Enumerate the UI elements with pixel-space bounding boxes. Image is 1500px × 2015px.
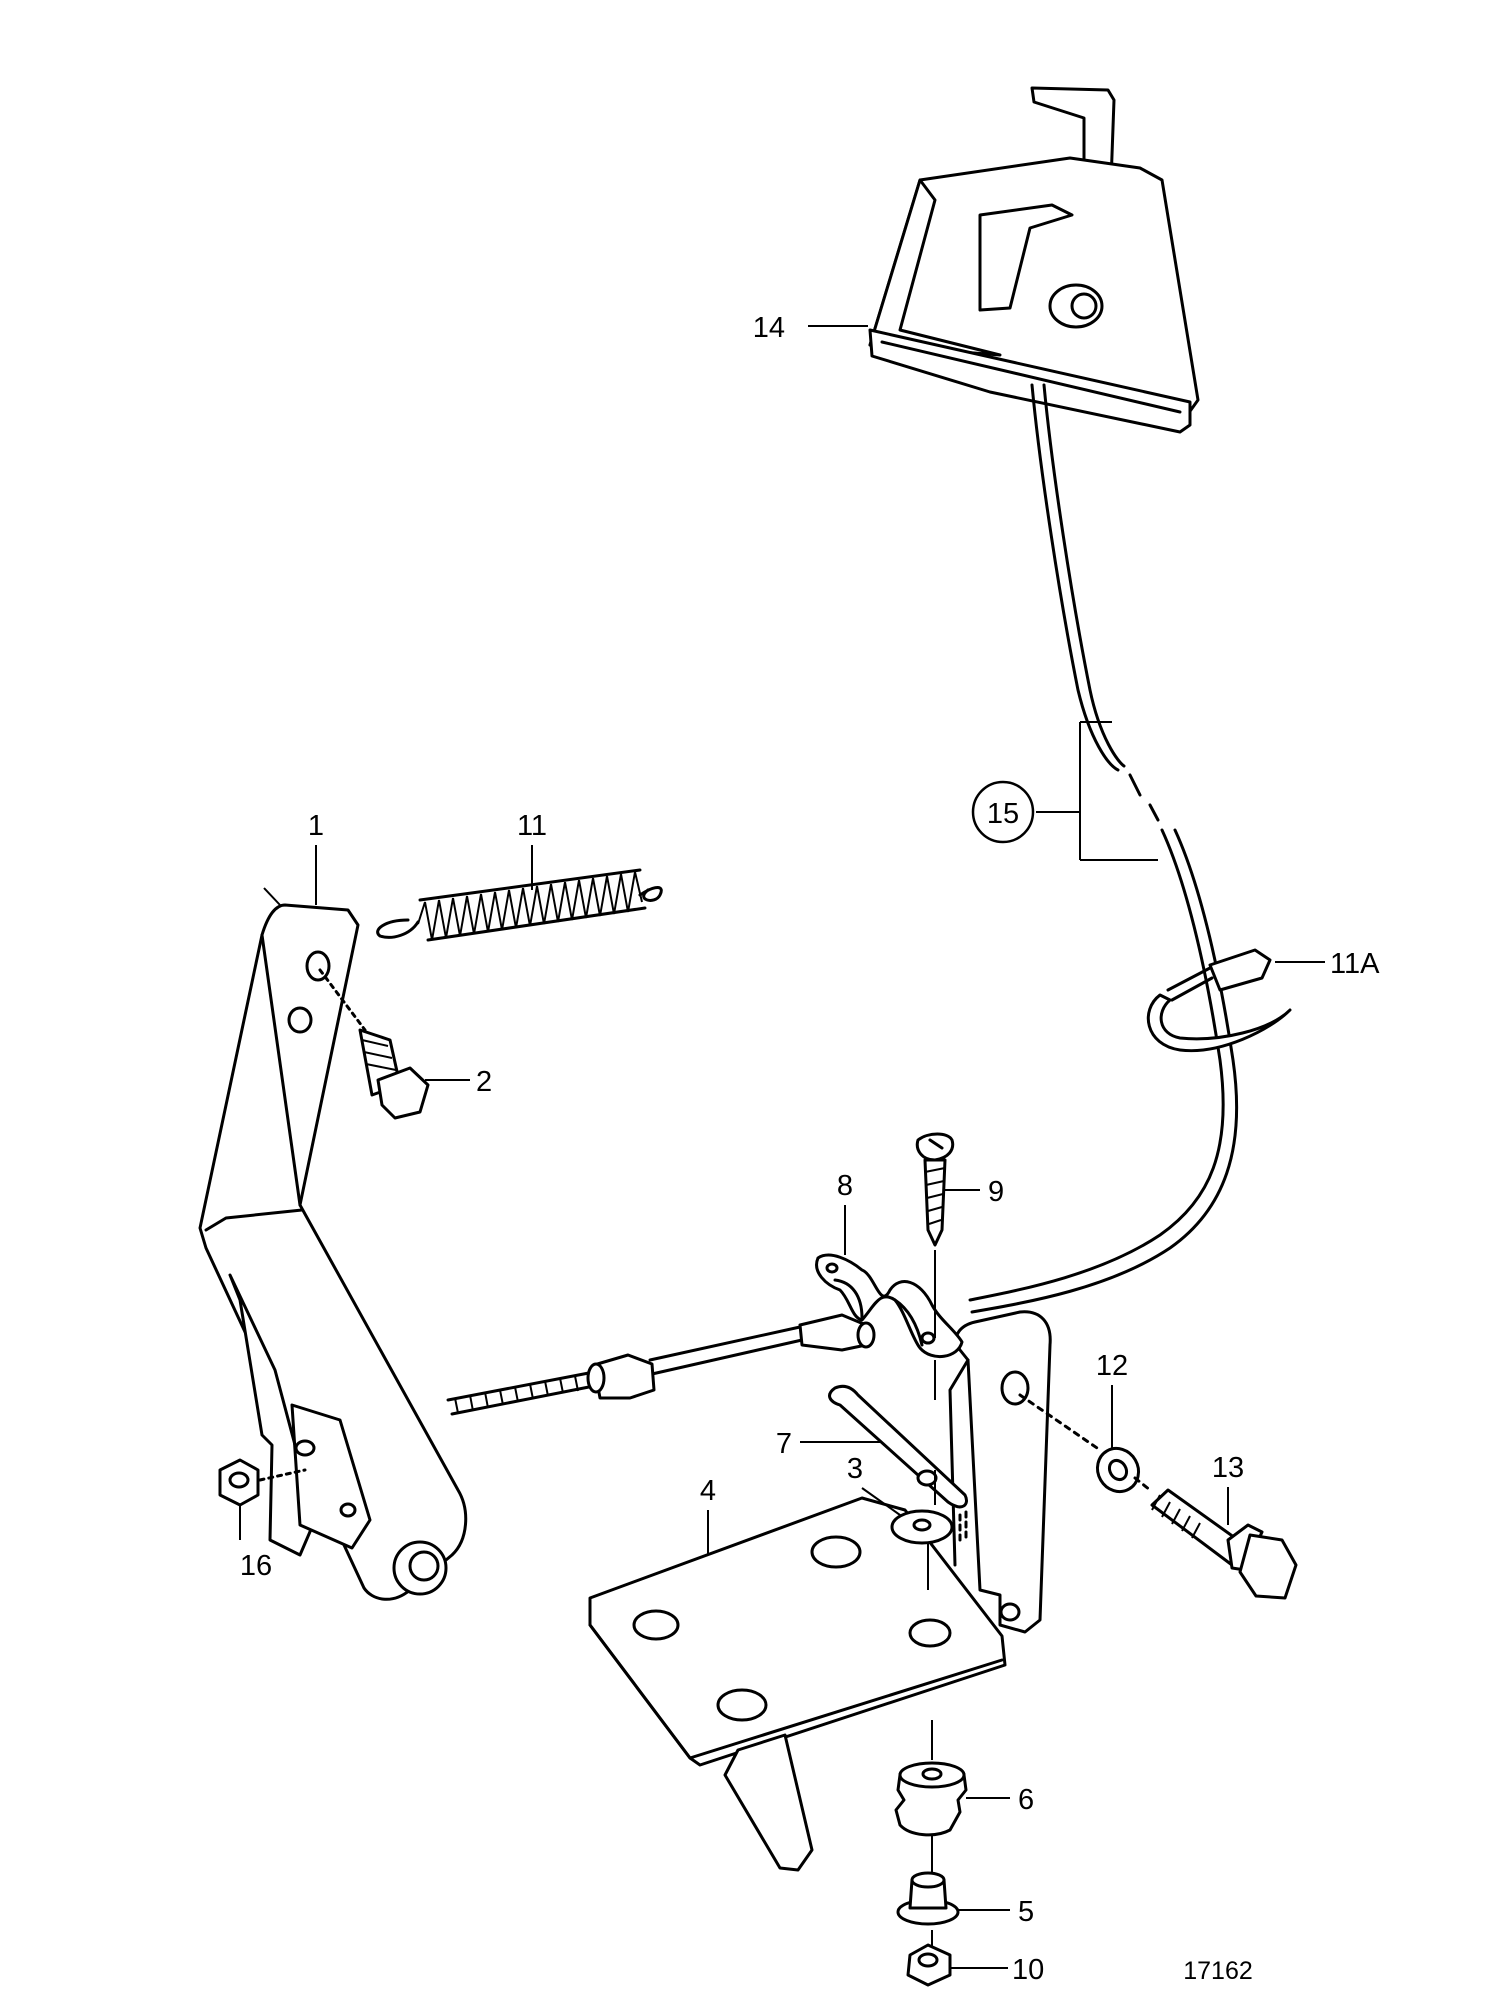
callout-11: 11 bbox=[517, 810, 547, 842]
callout-3: 3 bbox=[847, 1453, 863, 1485]
callout-10: 10 bbox=[1012, 1954, 1044, 1986]
washer bbox=[1018, 1393, 1141, 1494]
nut bbox=[218, 1458, 307, 1507]
return-spring bbox=[376, 868, 663, 942]
callout-labels: 14 15 11A 1 11 2 8 9 12 7 13 4 3 16 6 5 … bbox=[240, 312, 1380, 1986]
control-unit bbox=[868, 86, 1200, 434]
cable-clamp bbox=[815, 1253, 964, 1358]
callout-9: 9 bbox=[988, 1176, 1004, 1208]
callout-13: 12 bbox=[1096, 1350, 1128, 1382]
callout-4: 4 bbox=[700, 1475, 716, 1507]
control-cable bbox=[446, 383, 1239, 1416]
spacer-sleeve bbox=[896, 1871, 960, 1926]
callout-5: 5 bbox=[1018, 1896, 1034, 1928]
callout-12: 13 bbox=[1212, 1452, 1244, 1484]
callout-16: 16 bbox=[240, 1550, 272, 1582]
callout-14: 14 bbox=[753, 312, 785, 344]
flange-bolt bbox=[1133, 1476, 1298, 1600]
rubber-grommet bbox=[894, 1761, 968, 1837]
callout-8: 8 bbox=[837, 1170, 853, 1202]
callout-2: 2 bbox=[476, 1066, 492, 1098]
screw bbox=[318, 968, 430, 1120]
bracket-plate bbox=[588, 1310, 1052, 1872]
nut bbox=[906, 1943, 952, 1987]
callout-1: 1 bbox=[308, 810, 324, 842]
washer bbox=[890, 1509, 954, 1545]
callout-15-circle bbox=[971, 780, 1035, 844]
callout-11a: 11A bbox=[1330, 948, 1380, 980]
callout-7: 7 bbox=[776, 1428, 792, 1460]
drawing-number: 17162 bbox=[1183, 1957, 1253, 1985]
screw bbox=[915, 1132, 955, 1247]
callout-6: 6 bbox=[1018, 1784, 1034, 1816]
cable-tie bbox=[1146, 948, 1292, 1053]
clamp-strip bbox=[828, 1384, 968, 1509]
throttle-lever-arm bbox=[198, 903, 468, 1601]
callout-15: 15 bbox=[987, 798, 1019, 830]
leader-lines bbox=[239, 325, 1325, 1969]
